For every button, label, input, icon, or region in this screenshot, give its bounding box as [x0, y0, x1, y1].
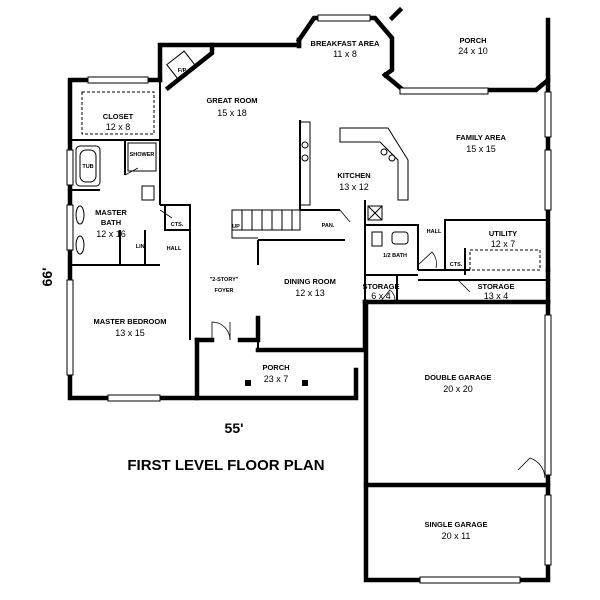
room-name-breakfast-area: BREAKFAST AREA [311, 39, 380, 48]
label-foyer-line2: FOYER [215, 288, 234, 294]
label-up: UP [232, 224, 240, 230]
room-name-kitchen: KITCHEN [337, 171, 370, 180]
overall-dimensions: 55' 66' [39, 268, 243, 436]
room-size-family-area: 15 x 15 [466, 144, 496, 154]
label-hall-east: HALL [427, 229, 442, 235]
room-size-kitchen: 13 x 12 [339, 182, 369, 192]
room-size-great-room: 15 x 18 [217, 108, 247, 118]
room-name-porch-rear: PORCH [459, 36, 486, 45]
room-name-great-room: GREAT ROOM [206, 96, 257, 105]
room-size-breakfast-area: 11 x 8 [333, 49, 357, 59]
room-name-storage-long: STORAGE [478, 282, 515, 291]
room-size-master-bath: 12 x 16 [96, 229, 126, 239]
room-size-storage-long: 13 x 4 [484, 291, 509, 301]
room-size-closet: 12 x 8 [106, 122, 131, 132]
label-hall-west: HALL [167, 246, 182, 252]
room-name-master-bedroom: MASTER BEDROOM [94, 317, 167, 326]
room-name-family-area: FAMILY AREA [456, 133, 506, 142]
label-foyer-line1: "2-STORY" [210, 277, 239, 283]
overall-width-label: 55' [225, 420, 244, 436]
plan-title: FIRST LEVEL FLOOR PLAN [127, 457, 324, 474]
room-size-dining-room: 12 x 13 [295, 288, 325, 298]
room-name-master-bath-line1: MASTER [95, 208, 127, 217]
label-fp: F/P [178, 68, 187, 74]
room-name-master-bath-line2: BATH [101, 218, 121, 227]
room-size-utility: 12 x 7 [491, 239, 516, 249]
windows [66, 14, 552, 584]
fixture-labels: F/P TUB SHOWER LIN. CTS. HALL UP PAN. 1/… [82, 68, 462, 294]
room-size-storage-small: 6 x 4 [371, 291, 391, 301]
label-lin: LIN. [136, 244, 147, 250]
label-pan: PAN. [322, 223, 335, 229]
room-size-porch-rear: 24 x 10 [458, 46, 488, 56]
room-name-single-garage: SINGLE GARAGE [425, 520, 488, 529]
label-cts-master: CTS. [171, 222, 184, 228]
room-name-storage-small: STORAGE [363, 282, 400, 291]
overall-depth-label: 66' [39, 268, 55, 287]
doors [124, 167, 546, 479]
room-name-double-garage: DOUBLE GARAGE [425, 373, 492, 382]
label-tub: TUB [82, 164, 93, 170]
room-name-dining-room: DINING ROOM [284, 277, 336, 286]
room-size-double-garage: 20 x 20 [443, 384, 473, 394]
label-shower: SHOWER [130, 152, 155, 158]
room-size-single-garage: 20 x 11 [442, 531, 471, 541]
label-half-bath: 1/2 BATH [383, 253, 407, 259]
fixtures [75, 50, 541, 386]
room-size-porch-front: 23 x 7 [264, 374, 289, 384]
interior-walls [70, 80, 548, 350]
room-name-porch-front: PORCH [262, 363, 289, 372]
label-cts-utility: CTS. [450, 262, 463, 268]
room-labels: BREAKFAST AREA 11 x 8 PORCH 24 x 10 CLOS… [94, 36, 518, 541]
room-size-master-bedroom: 13 x 15 [115, 328, 145, 338]
room-name-utility: UTILITY [489, 229, 517, 238]
room-name-closet: CLOSET [103, 112, 134, 121]
